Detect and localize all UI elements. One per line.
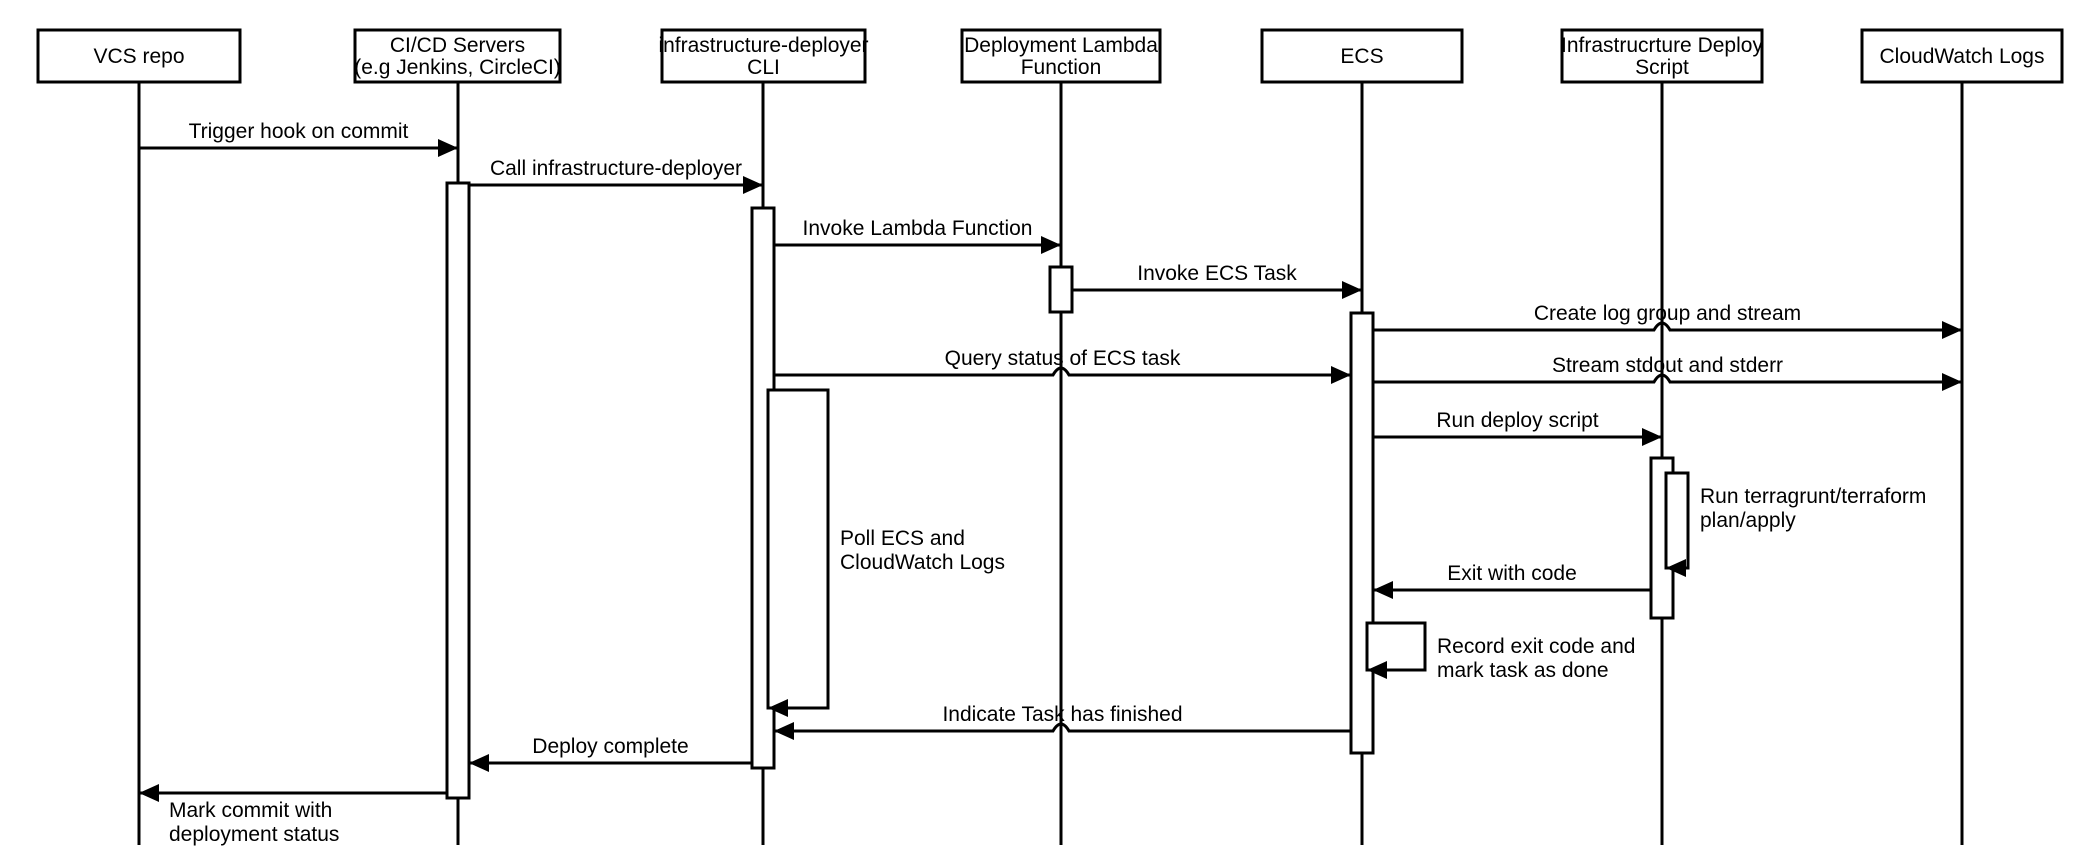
activation-bar-a-ecs [1349,311,1375,755]
message-label: Stream stdout and stderr [1552,354,1783,377]
message-m6[interactable]: Query status of ECS task [774,347,1351,384]
self-message-line [1367,621,1427,672]
activation-bar-a-ecs-self [1365,621,1427,672]
message-arrowhead [1642,428,1662,446]
participant-box-deploy[interactable] [1560,28,1764,84]
message-line-group [1373,373,1962,384]
message-m5[interactable]: Create log group and stream [1373,302,1962,339]
activation-bar-a-cli-self [766,388,830,710]
message-label: Invoke ECS Task [1137,262,1297,285]
message-m13[interactable]: Indicate Task has finished [774,703,1351,740]
message-label: Call infrastructure-deployer [490,157,742,180]
participant-label-cwlogs: CloudWatch Logs [1880,45,2045,68]
message-arrowhead [1942,321,1962,339]
message-line-group [774,722,1351,733]
message-line [774,366,1351,377]
participant-cwlogs[interactable]: CloudWatch Logs [1860,28,2064,84]
message-label: Trigger hook on commit [189,120,409,143]
message-label-line2: deployment status [169,823,339,846]
participant-box-ecs[interactable] [1260,28,1464,84]
participant-box-cwlogs[interactable] [1860,28,2064,84]
participant-label2-cicd: (e.g Jenkins, CircleCI) [354,56,561,79]
participant-label-cli: infrastructure-deployer [658,34,868,57]
message-label-line2: plan/apply [1700,509,1796,532]
message-label: Indicate Task has finished [942,703,1182,726]
message-label: Deploy complete [532,735,688,758]
participant-label-ecs: ECS [1340,45,1383,68]
message-label: Create log group and stream [1534,302,1801,325]
participant-label-lambda: Deployment Lambda [964,34,1158,57]
message-arrowhead [139,784,159,802]
message-arrowhead [774,722,794,740]
message-arrowhead [743,176,763,194]
message-label: Poll ECS and [840,527,965,550]
message-label: Record exit code and [1437,635,1635,658]
participant-box-cli[interactable] [660,28,867,84]
message-arrowhead [1041,236,1061,254]
participant-label-vcs: VCS repo [93,45,184,68]
message-arrowhead [1666,559,1686,577]
participant-vcs[interactable]: VCS repo [36,28,242,84]
message-label: Run deploy script [1436,409,1598,432]
participant-box-cicd[interactable] [353,28,562,84]
message-line [774,722,1351,733]
message-line-group [1373,321,1962,332]
message-m11[interactable]: Exit with code [1373,562,1651,599]
message-m3[interactable]: Invoke Lambda Function [774,217,1061,254]
message-label-line2: CloudWatch Logs [840,551,1005,574]
message-arrowhead [438,139,458,157]
message-m8[interactable]: Run deploy script [1373,409,1662,446]
message-m14[interactable]: Deploy complete [469,735,752,772]
message-m7[interactable]: Stream stdout and stderr [1373,354,1962,391]
message-arrowhead [1942,373,1962,391]
message-arrowhead [469,754,489,772]
message-line [1373,373,1962,384]
message-arrowhead [768,699,788,717]
message-arrowhead [1331,366,1351,384]
participant-label-deploy: Infrastrucrture Deploy [1561,34,1763,57]
self-message-line [1666,471,1690,570]
participant-label2-deploy: Script [1635,56,1689,79]
participant-box-vcs[interactable] [36,28,242,84]
activation-bar-a-lambda [1048,265,1074,314]
participant-box-lambda[interactable] [960,28,1162,84]
message-m2[interactable]: Call infrastructure-deployer [469,157,763,194]
message-arrowhead [1367,661,1387,679]
message-label: Run terragrunt/terraform [1700,485,1926,508]
participant-label2-cli: CLI [747,56,780,79]
message-line [1373,321,1962,332]
participant-label2-lambda: Function [1021,56,1102,79]
message-arrowhead [1373,581,1393,599]
activation-bar-a-cicd [445,181,471,800]
message-m1[interactable]: Trigger hook on commit [139,120,458,157]
message-line-group [774,366,1351,377]
message-label: Query status of ECS task [945,347,1181,370]
message-label: Invoke Lambda Function [803,217,1033,240]
self-message-line [768,388,830,710]
participant-ecs[interactable]: ECS [1260,28,1464,84]
message-label: Mark commit with [169,799,332,822]
message-label: Exit with code [1447,562,1577,585]
participant-label-cicd: CI/CD Servers [390,34,525,57]
participant-cicd[interactable]: CI/CD Servers(e.g Jenkins, CircleCI) [353,28,562,84]
message-arrowhead [1342,281,1362,299]
message-label-line2: mark task as done [1437,659,1609,682]
message-m4[interactable]: Invoke ECS Task [1072,262,1362,299]
activation-bar-a-deploy-nested [1664,471,1690,570]
